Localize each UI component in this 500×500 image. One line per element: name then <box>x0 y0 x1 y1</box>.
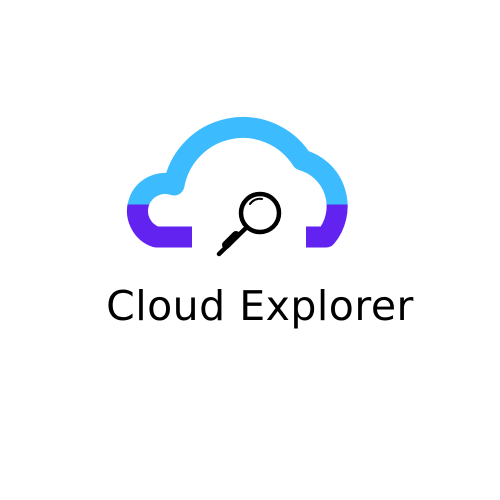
brand-name: Cloud Explorer <box>106 282 414 330</box>
cloud-icon <box>127 117 348 248</box>
magnifying-glass-icon <box>216 191 282 257</box>
